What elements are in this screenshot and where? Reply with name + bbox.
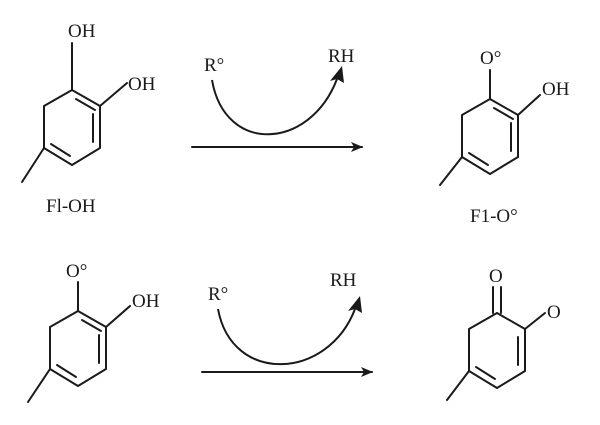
double-bond xyxy=(75,98,96,111)
bond-side-o xyxy=(524,312,546,330)
ring-bonds xyxy=(461,98,519,175)
methyl-bond xyxy=(439,156,463,186)
ring-double-bond xyxy=(475,366,496,380)
bond-side-oh xyxy=(517,94,541,116)
rh-product-label: RH xyxy=(330,270,357,291)
double-bond xyxy=(56,364,77,378)
oxygen-radical-label: O° xyxy=(480,48,501,69)
double-bond xyxy=(81,319,102,332)
radical-label: R° xyxy=(204,55,224,76)
bond-side-oh xyxy=(105,305,131,328)
product-molecule-quinone: O O xyxy=(446,266,561,401)
reactant-molecule-phenoxyl-radical: O° OH xyxy=(27,261,160,403)
product-caption: F1-O° xyxy=(470,206,518,227)
radical-label: R° xyxy=(208,284,228,305)
hydroxyl-label-side: OH xyxy=(542,79,570,100)
double-bond xyxy=(493,107,514,120)
reaction-arrows-row1: R° RH xyxy=(191,46,363,152)
hydroxyl-label-side: OH xyxy=(132,291,160,312)
oxygen-radical-label: O° xyxy=(66,261,87,282)
reaction-arrows-row2: R° RH xyxy=(201,270,373,377)
curved-arrow xyxy=(211,78,338,136)
double-bond xyxy=(468,152,489,166)
ring-bonds xyxy=(468,312,526,389)
product-molecule-phenoxyl-radical: O° OH F1-O° xyxy=(439,48,570,227)
rh-product-label: RH xyxy=(328,46,355,67)
ring-bonds xyxy=(49,310,107,387)
hydroxyl-label-side: OH xyxy=(128,74,156,95)
reactant-molecule-flavonoid: OH OH Fl-OH xyxy=(21,21,156,217)
bond-side-oh xyxy=(99,82,128,107)
methyl-bond xyxy=(21,147,45,183)
carbonyl-oxygen-label: O xyxy=(489,266,503,287)
ring-bonds xyxy=(43,89,101,166)
hydroxyl-label-top: OH xyxy=(68,21,96,42)
methyl-bond xyxy=(446,370,470,401)
curved-arrow-head xyxy=(348,296,362,313)
double-bond xyxy=(50,143,71,157)
oxygen-label-side: O xyxy=(547,302,561,323)
curved-arrow-head xyxy=(330,66,344,83)
curved-arrow xyxy=(217,308,356,366)
reactant-caption: Fl-OH xyxy=(46,196,96,217)
methyl-bond xyxy=(27,368,51,403)
